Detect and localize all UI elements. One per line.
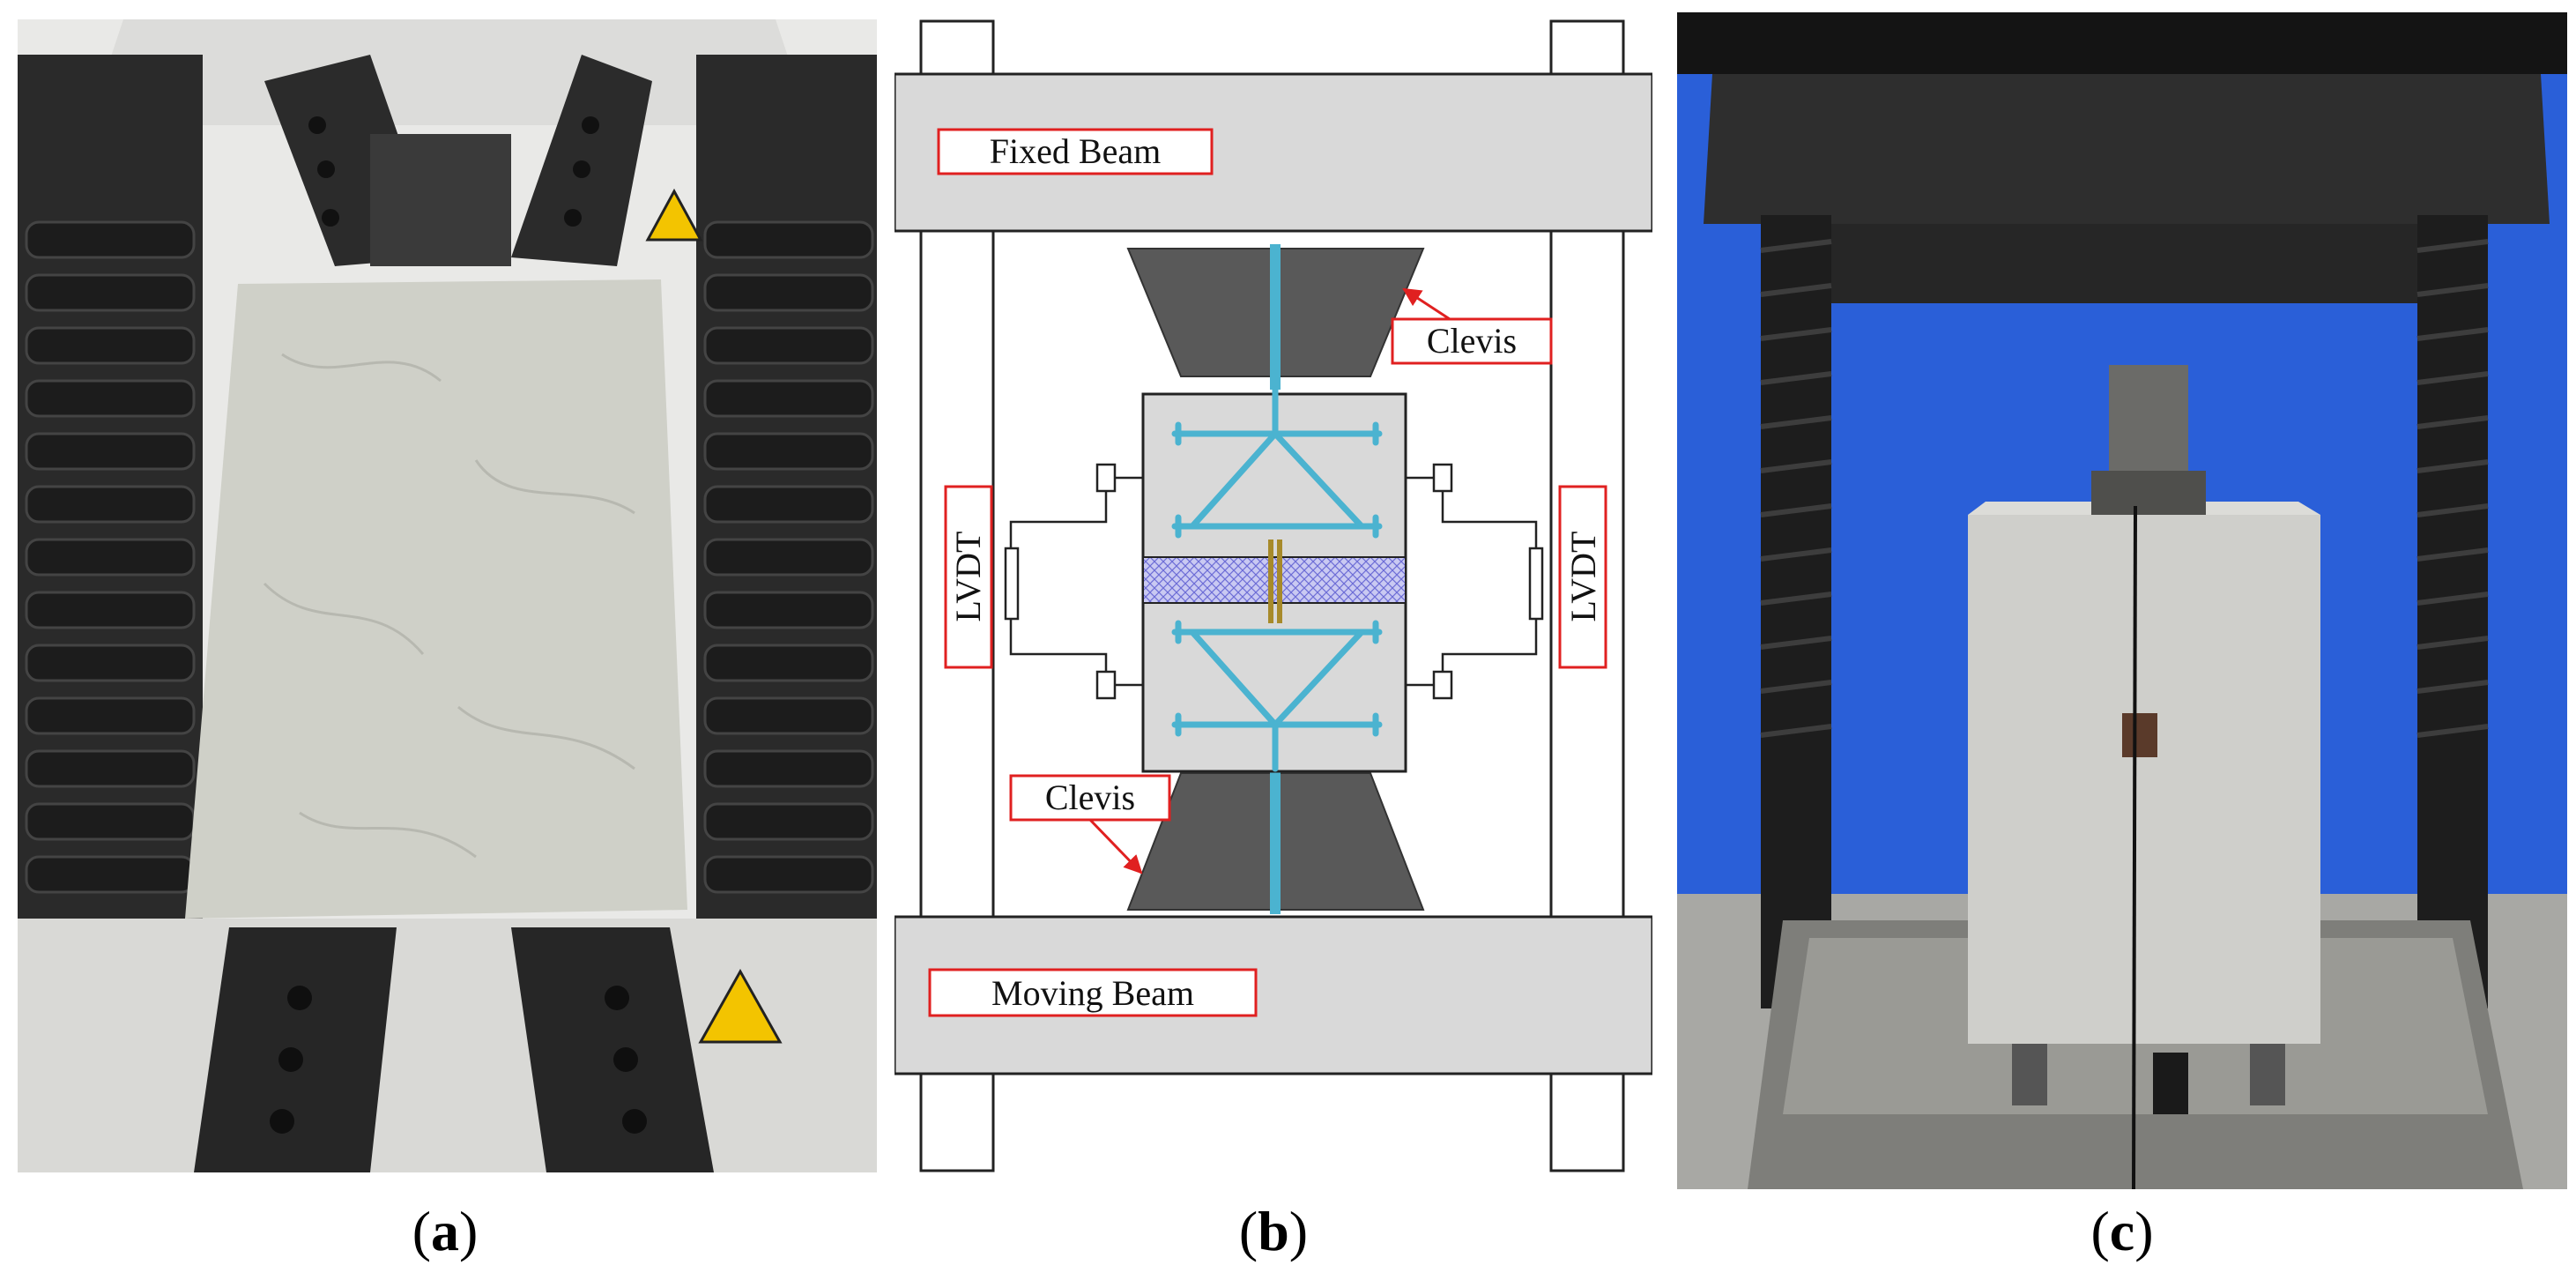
caption-b-open: (: [1238, 1200, 1258, 1262]
moving-beam-label: Moving Beam: [991, 973, 1194, 1013]
lvdt-left-label: LVDT: [948, 532, 988, 622]
photo-a-drawing: [18, 19, 877, 1172]
caption-a-open: (: [412, 1200, 431, 1262]
clevis-top-arrow: [1402, 287, 1451, 321]
clevis-bottom-arrow: [1088, 818, 1143, 874]
lvdt-left-gauge: [1004, 463, 1143, 700]
caption-a-letter: a: [431, 1200, 459, 1262]
photo-panel-c: [1677, 12, 2567, 1189]
caption-c-open: (: [2090, 1200, 2110, 1262]
lvdt-left-label-box: [944, 485, 993, 669]
fixed-beam-label-box: [937, 128, 1214, 175]
caption-c: (c): [2016, 1199, 2228, 1264]
caption-a-close: ): [459, 1200, 479, 1262]
photo-c-drawing: [1677, 12, 2567, 1189]
caption-c-letter: c: [2109, 1200, 2135, 1262]
caption-c-close: ): [2134, 1200, 2154, 1262]
clevis-top-label: Clevis: [1427, 321, 1517, 361]
clevis-top-label-box: [1391, 317, 1553, 365]
caption-a: (a): [339, 1199, 551, 1264]
fixed-beam-label: Fixed Beam: [990, 131, 1161, 171]
lvdt-right-label-box: [1558, 485, 1607, 669]
upper-rebar-cage: [1171, 386, 1383, 539]
moving-beam-label-box: [928, 968, 1258, 1017]
test-setup-diagram: Fixed Beam Moving Beam: [895, 19, 1652, 1172]
caption-b-close: ): [1288, 1200, 1309, 1262]
lower-rebar-cage: [1171, 620, 1383, 772]
clevis-bottom-label: Clevis: [1045, 778, 1135, 817]
caption-b: (b): [1168, 1199, 1379, 1264]
photo-panel-a: [18, 19, 877, 1172]
lvdt-right-gauge: [1406, 463, 1544, 700]
caption-b-letter: b: [1258, 1200, 1289, 1262]
lvdt-right-label: LVDT: [1563, 532, 1603, 622]
mesh-joint-layer: [1142, 556, 1407, 604]
clevis-bottom-label-box: [1009, 774, 1171, 822]
diagram-panel-b: Fixed Beam Moving Beam: [895, 19, 1652, 1172]
